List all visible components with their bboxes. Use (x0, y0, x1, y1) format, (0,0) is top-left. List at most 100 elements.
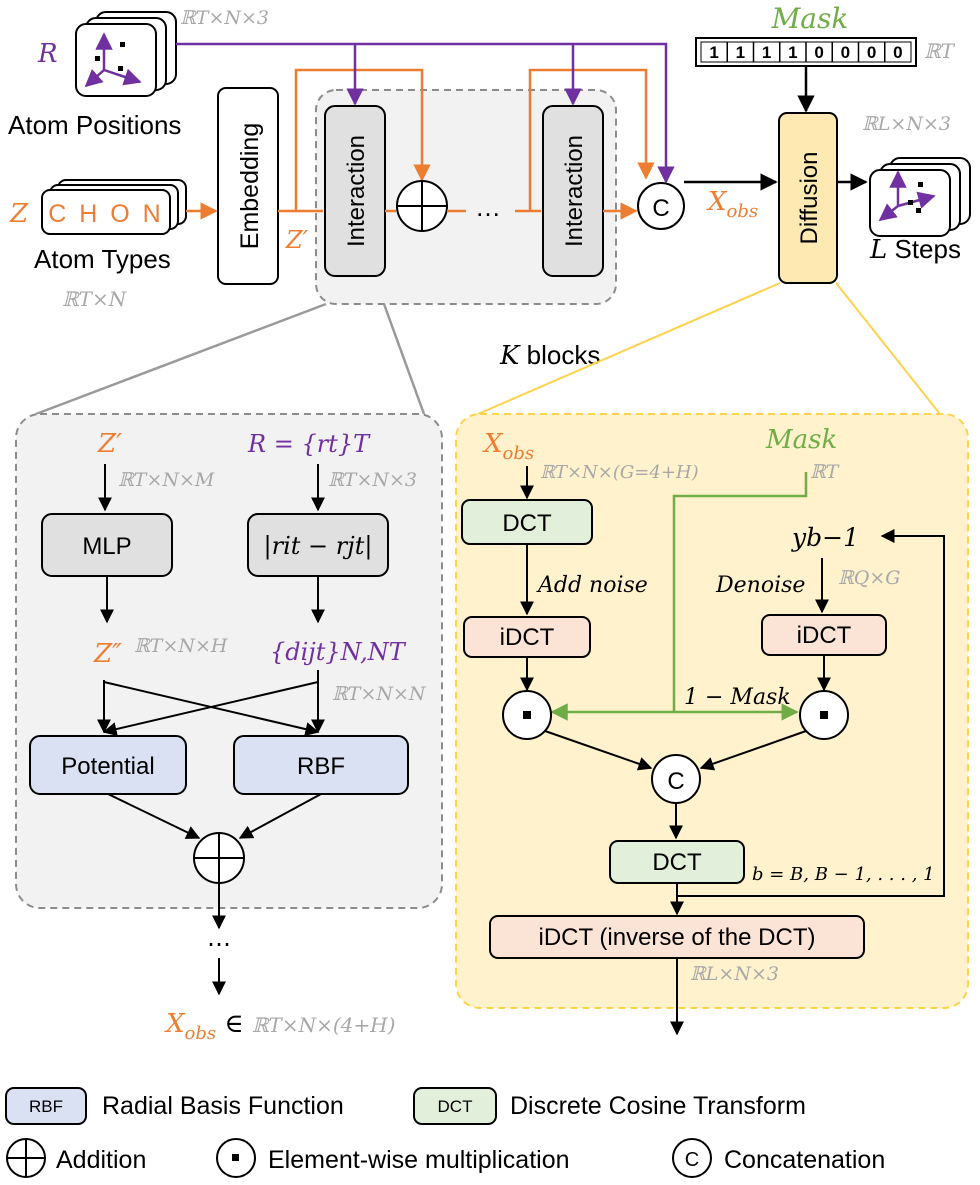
embedding-label: Embedding (236, 123, 264, 249)
z-dim-left: ℝT×N×M (118, 469, 215, 491)
atom-types-stack (41, 179, 187, 235)
zoom-line-right-b (835, 282, 941, 415)
legend-dct-box-label: DCT (438, 1097, 473, 1116)
mask-bit: 1 (788, 43, 797, 62)
rbf-to-plus-arrow (238, 793, 322, 839)
atom-positions-label: Atom Positions (8, 110, 181, 140)
r-symbol: R (37, 39, 58, 69)
d-set: {dijt}N,NT (270, 638, 407, 666)
diffusion-box (778, 112, 838, 284)
interaction-box-1 (324, 105, 386, 277)
interaction-label-1: Interaction (343, 135, 370, 247)
mask-bit: 0 (867, 43, 876, 62)
legend-rbf-box-label: RBF (29, 1097, 63, 1116)
mask-title: Mask (771, 2, 849, 35)
circle-plus-icon (396, 180, 448, 232)
b-range: b = B, B − 1, . . . , 1 (752, 864, 935, 885)
concat-symbol-right: C (667, 768, 684, 795)
out-dim-top: ℝL×N×3 (862, 113, 951, 135)
zoom-line-left-a (35, 302, 327, 416)
one-minus-mask: 1 − Mask (684, 685, 791, 710)
z-prime-top: Z′ (285, 226, 309, 254)
circle-dot-icon (502, 690, 552, 740)
embedding-box (217, 87, 279, 285)
output-positions-stack (869, 157, 971, 237)
legend-mul-text: Element-wise multiplication (268, 1146, 570, 1174)
rbf-label: RBF (297, 753, 345, 780)
circle-dot-icon (799, 690, 849, 740)
l-steps-label: L Steps (869, 234, 961, 265)
mask-bit: 1 (709, 43, 718, 62)
mask-green-path (672, 472, 808, 712)
x-obs-output-left: Xobs ∈ ℝT×N×(4+H) (164, 1009, 395, 1044)
legend-dct-text: Discrete Cosine Transform (510, 1092, 806, 1120)
mask-bit: 0 (841, 43, 850, 62)
mask-bit: 0 (893, 43, 902, 62)
idct-inverse-label: iDCT (inverse of the DCT) (539, 924, 816, 951)
mask-dim-right: ℝT (810, 461, 840, 483)
out-dim-right: ℝL×N×3 (690, 963, 779, 985)
interaction-box-2 (542, 105, 604, 277)
axis-frame-icon (878, 170, 936, 222)
mask-dim: ℝT (924, 39, 956, 63)
mlp-label: MLP (82, 533, 131, 560)
positions-dim: ℝT×N×3 (180, 7, 269, 29)
idct-label-1: iDCT (500, 624, 555, 651)
skip-connection-2 (528, 68, 655, 211)
interaction-label-2: Interaction (561, 135, 588, 247)
legend-rbf-swatch (5, 1087, 87, 1125)
z-prime-left: Z′ (97, 429, 122, 459)
r-flow-line (176, 42, 675, 184)
mask-bit: 0 (814, 43, 823, 62)
axis-frame-icon (84, 32, 142, 88)
atom-positions-stack (75, 11, 177, 97)
circle-plus-icon (6, 1138, 46, 1178)
legend-add-text: Addition (56, 1146, 146, 1174)
loop-back-path (676, 529, 945, 897)
x-obs-right: Xobs (482, 429, 534, 464)
x-obs-top: Xobs (706, 187, 758, 222)
z2-dim: ℝT×N×H (134, 635, 228, 657)
atom-types-label: Atom Types (34, 244, 171, 274)
mul-left-to-concat-arrow (544, 730, 653, 771)
r-dim-left: ℝT×N×3 (328, 469, 417, 491)
r-eq-left: R = {rt}T (247, 430, 371, 458)
mask-label-right: Mask (765, 425, 837, 455)
diffusion-label: Diffusion (796, 152, 823, 245)
potential-to-plus-arrow (107, 793, 201, 839)
circle-plus-icon (193, 832, 245, 884)
circle-dot-icon (216, 1138, 256, 1178)
d-dim: ℝT×N×N (332, 683, 427, 705)
mask-bit: 1 (736, 43, 745, 62)
x-dim-right: ℝT×N×(G=4+H) (540, 462, 699, 483)
ellipsis-top: … (475, 192, 501, 222)
ellipsis-left: ⋯ (207, 931, 231, 958)
denoise-label: Denoise (715, 573, 805, 598)
d-to-potential-arrow (102, 681, 319, 736)
concat-symbol-top: C (652, 195, 669, 222)
distance-label: |rit − rjt| (264, 532, 373, 561)
types-dim: ℝT×N (62, 287, 128, 311)
legend-concat-symbol: C (685, 1149, 699, 1171)
k-blocks-container (315, 89, 617, 305)
circle-c-icon (672, 1138, 712, 1178)
idct-label-2: iDCT (797, 622, 852, 649)
denoise-dim: ℝQ×G (838, 567, 900, 589)
dct-label-1: DCT (502, 510, 552, 537)
mask-bit: 1 (762, 43, 771, 62)
z-double-prime: Z″ (93, 639, 122, 669)
legend-dct-swatch (413, 1087, 497, 1125)
legend-concat-text: Concatenation (724, 1146, 885, 1174)
chon-text: C H O N (48, 200, 163, 228)
skip-connection-1 (294, 68, 431, 211)
zoom-line-right-a (477, 282, 781, 415)
potential-label: Potential (61, 753, 154, 780)
zoom-line-left-b (382, 303, 426, 415)
y-label: yb−1 (791, 523, 859, 552)
legend-rbf-text: Radial Basis Function (102, 1092, 344, 1120)
k-blocks-label: K blocks (499, 340, 600, 371)
z-symbol: Z (9, 199, 29, 229)
